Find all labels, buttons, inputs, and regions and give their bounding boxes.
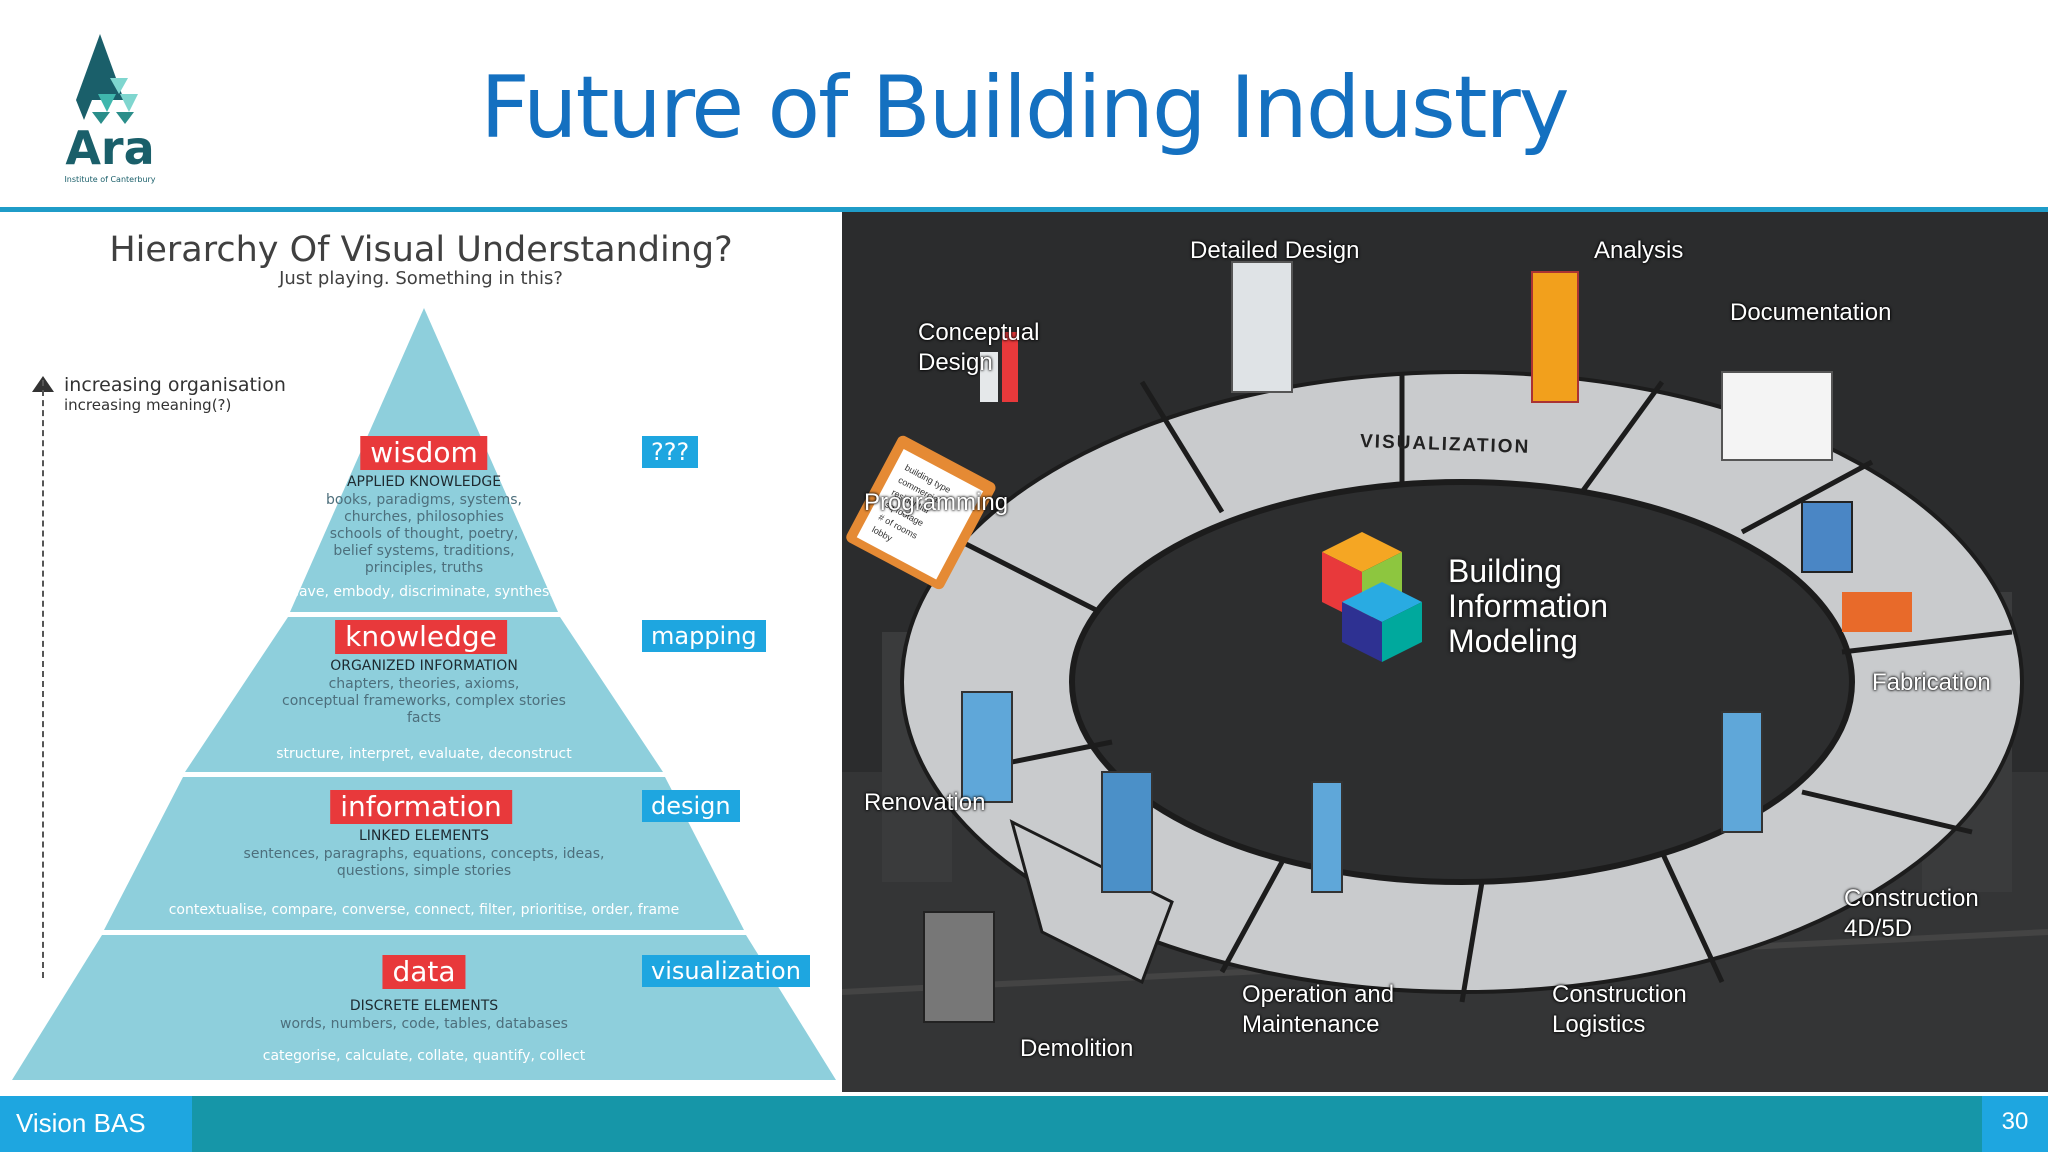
page-number: 30 [2001,1108,2029,1135]
4d5d-building-icon [1721,711,1763,833]
tier-label-data: data [382,955,466,989]
footer-bar [0,1096,2048,1152]
pyramid-tier-knowledge [185,617,663,772]
slide-title: Future of Building Industry [480,58,1569,158]
axis-label: increasing organisation [64,374,286,396]
logo-subtitle: Institute of Canterbury [64,175,155,184]
stage-renovation: Renovation [864,789,986,816]
stage-conceptual-design: Conceptual Design [918,319,1040,376]
stage-detailed-design: Detailed Design [1190,237,1360,264]
ara-logo: Ara Institute of Canterbury [64,34,156,184]
pyramid-tier-information [104,777,744,930]
stage-demolition: Demolition [1020,1035,1134,1062]
side-tag-wisdom: ??? [642,436,699,468]
fabrication-machine-icon [1801,501,1853,573]
axis-sublabel: increasing meaning(?) [64,396,232,414]
bim-cycle-panel: building type commercial residential sq … [842,212,2048,1092]
tower-icon [1231,261,1293,393]
pyramid-graphic [12,308,836,1080]
stage-fabrication: Fabrication [1872,669,1991,696]
tier-caps-information: LINKED ELEMENTS [359,828,489,844]
clipboard-icon: building type commercial residential sq … [846,435,996,590]
footer-label-box [0,1096,192,1152]
footer-label: Vision BAS [16,1108,146,1138]
stage-programming: Programming [864,489,1009,516]
concept-tower-icon [1002,332,1018,402]
logistics-building-icon [1311,781,1343,893]
stage-construction-logistics: Construction Logistics [1552,981,1687,1038]
pyramid-tier-data [12,935,836,1080]
tier-desc-wisdom: books, paradigms, systems, churches, phi… [326,492,522,576]
bim-center-label: Building Information Modeling [1448,553,1609,659]
side-tag-information: design [642,790,740,822]
floorplan-icon [1721,371,1833,461]
operation-building-icon [1101,771,1153,893]
tier-desc-data: words, numbers, code, tables, databases [280,1016,568,1032]
logo-wordmark: Ara [65,121,154,175]
page-number-box [1982,1096,2048,1152]
tier-caps-wisdom: APPLIED KNOWLEDGE [346,474,502,490]
stage-construction-4d5d: Construction 4D/5D [1844,885,1979,942]
analysis-tower-icon [1531,271,1579,403]
hierarchy-title: Hierarchy Of Visual Understanding? [109,230,733,270]
stage-documentation: Documentation [1730,299,1892,326]
tier-desc-knowledge: chapters, theories, axioms, conceptual f… [282,676,566,726]
tier-desc-information: sentences, paragraphs, equations, concep… [243,846,605,879]
tier-label-knowledge: knowledge [335,620,507,654]
stage-analysis: Analysis [1594,237,1684,264]
stage-operation-maintenance: Operation and Maintenance [1242,981,1395,1038]
bim-cube-icon [1322,532,1422,662]
tier-verbs-information: contextualise, compare, converse, connec… [168,902,680,918]
tier-verbs-knowledge: structure, interpret, evaluate, deconstr… [276,746,572,762]
timber-icon [1842,592,1912,632]
hierarchy-subtitle: Just playing. Something in this? [279,268,563,289]
hierarchy-panel: Hierarchy Of Visual Understanding? Just … [0,212,842,1092]
tier-label-information: information [330,790,512,824]
tier-label-wisdom: wisdom [360,436,488,470]
side-tag-data: visualization [642,955,810,987]
axis-line [42,380,44,978]
bim-cycle-graphic: building type commercial residential sq … [842,212,2048,1092]
tier-verbs-data: categorise, calculate, collate, quantify… [262,1048,586,1064]
side-tag-knowledge: mapping [642,620,766,652]
tier-caps-knowledge: ORGANIZED INFORMATION [330,658,518,674]
tier-verbs-wisdom: weave, embody, discriminate, synthesize [278,584,570,600]
tier-caps-data: DISCRETE ELEMENTS [349,998,499,1014]
demolition-building-icon [923,911,995,1023]
renovation-building-icon [961,691,1013,803]
header-divider [0,207,2048,212]
